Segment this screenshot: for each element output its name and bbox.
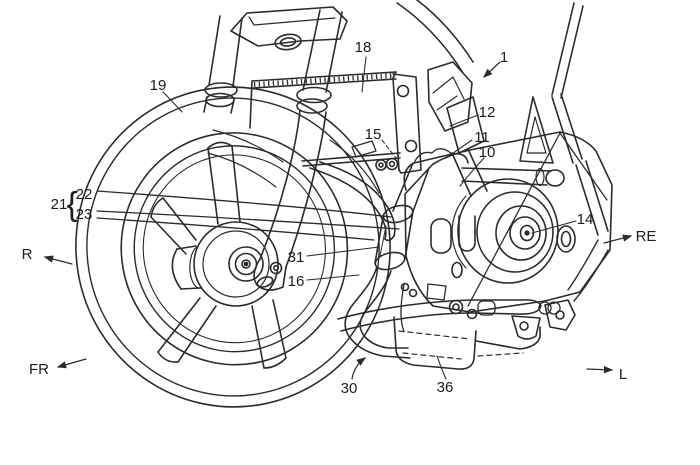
part-label-31: 31 (288, 249, 305, 266)
under-cover (393, 316, 541, 370)
part-label-19: 19 (150, 77, 167, 94)
hanger-bracket (511, 315, 541, 340)
direction-label-r: R (22, 246, 33, 263)
leader-14 (531, 220, 577, 234)
direction-label-re: RE (636, 228, 657, 245)
fork-top-bridge (230, 6, 348, 47)
part-label-18: 18 (355, 39, 372, 56)
part-label-30: 30 (341, 380, 358, 397)
frame-backbone (396, 2, 464, 74)
tire-shoulder-arc (207, 152, 277, 188)
engine-cover (451, 178, 559, 284)
direction-arrow-r (43, 255, 73, 265)
direction-arrow-re (603, 234, 633, 244)
part-label-36: 36 (437, 379, 454, 396)
leader-11 (445, 139, 473, 159)
part-label-11: 11 (474, 129, 490, 146)
arrow-30 (351, 357, 367, 380)
radiator-fins (253, 73, 396, 87)
part-label-23: 23 (76, 206, 93, 223)
leader-18 (361, 56, 367, 93)
part-label-14: 14 (577, 211, 594, 228)
part-label-22: 22 (76, 186, 93, 203)
engine-case (404, 131, 613, 313)
frame (396, 0, 609, 302)
leader-12 (449, 114, 479, 127)
fork-tube-left (203, 15, 243, 114)
leader-36 (436, 355, 447, 380)
leader-10 (459, 157, 485, 187)
catalytic-canister (374, 251, 406, 271)
leader-lines (162, 56, 577, 380)
part-label-16: 16 (288, 273, 305, 290)
direction-label-fr: FR (29, 361, 49, 378)
tire-shoulder-arc (329, 139, 380, 194)
exhaust-pipe (344, 162, 447, 359)
part-label-1: 1 (500, 49, 508, 66)
label-group-brace: { (66, 185, 77, 222)
lower-frame-rail (337, 299, 576, 340)
part-label-15: 15 (365, 126, 382, 143)
wheel-hub (171, 221, 279, 307)
leader-31 (306, 246, 380, 257)
tire-shoulder-arc (212, 129, 284, 163)
direction-arrow-fr (56, 358, 87, 369)
part-label-21: 21 (51, 196, 68, 213)
cables (96, 190, 400, 241)
part-label-12: 12 (479, 104, 496, 121)
radiator (249, 71, 422, 242)
direction-label-l: L (619, 366, 627, 383)
arrows (43, 61, 633, 380)
cylinder-head (403, 152, 469, 191)
direction-arrow-l (586, 366, 614, 374)
radiator-bracket (392, 73, 422, 174)
engine (403, 131, 613, 320)
part-label-10: 10 (479, 144, 496, 161)
head-tube-gusset (427, 61, 473, 132)
leader-19 (162, 91, 183, 113)
arrow-1 (482, 61, 501, 78)
front-fork (203, 6, 348, 291)
frame-triangle-gusset (519, 96, 554, 164)
front-wheel (75, 86, 391, 408)
leader-15 (381, 139, 397, 159)
engine-mount-bracket (544, 299, 576, 331)
frame-plate (446, 96, 485, 154)
wheel-spokes (150, 141, 287, 369)
fork-tube-right (253, 9, 343, 291)
leader-16 (306, 274, 360, 281)
